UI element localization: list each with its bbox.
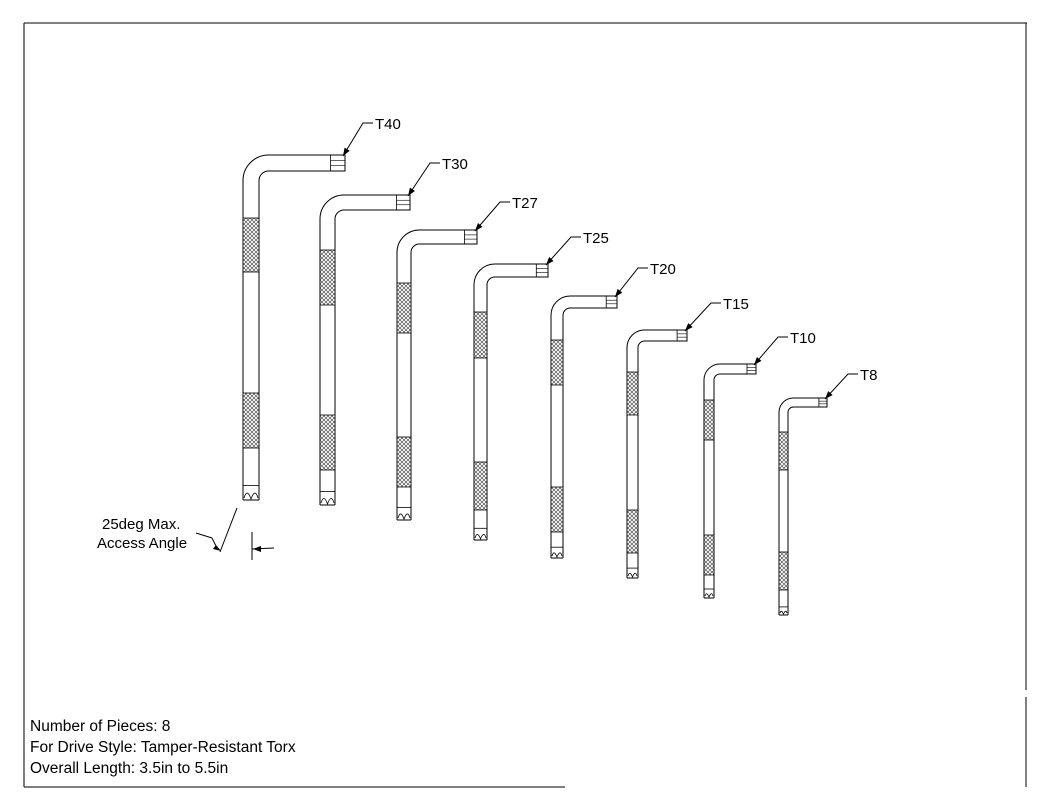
- key-body: [242, 154, 346, 500]
- key-body: [396, 229, 478, 520]
- size-label-t10: T10: [790, 330, 816, 347]
- size-label-t27: T27: [512, 195, 538, 212]
- spec-number-of-pieces: Number of Pieces: 8: [30, 718, 171, 735]
- leader-line: [407, 162, 440, 197]
- drawing-frame: [23, 22, 1027, 788]
- key-body: [473, 263, 549, 540]
- spec-drive-style: For Drive Style: Tamper-Resistant Torx: [30, 739, 296, 756]
- knurl-band: [473, 461, 488, 511]
- knurl-band: [778, 431, 789, 471]
- angle-note-line2: Access Angle: [97, 535, 187, 552]
- spec-overall-length: Overall Length: 3.5in to 5.5in: [30, 760, 229, 777]
- knurl-band: [703, 534, 715, 576]
- size-label-t30: T30: [442, 156, 468, 173]
- leader-line: [824, 373, 858, 400]
- knurl-band: [626, 509, 639, 554]
- knurl-band: [319, 249, 336, 306]
- hex-key-t25: T25: [473, 230, 609, 541]
- size-label-t15: T15: [723, 296, 749, 313]
- size-label-t25: T25: [583, 230, 609, 247]
- knurl-band: [396, 436, 412, 488]
- knurl-band: [550, 339, 564, 386]
- knurl-band: [473, 311, 488, 359]
- knurl-band: [319, 414, 336, 471]
- size-label-t20: T20: [650, 261, 676, 278]
- hex-key-t10: T10: [703, 330, 816, 599]
- hex-key-t30: T30: [319, 156, 468, 506]
- hex-key-t20: T20: [550, 261, 676, 559]
- hex-key-t27: T27: [396, 195, 538, 521]
- knurl-band: [703, 399, 715, 441]
- knurl-band: [550, 486, 564, 533]
- knurl-band: [396, 282, 412, 334]
- hex-key-t15: T15: [626, 296, 749, 579]
- leader-line: [342, 122, 373, 157]
- hex-key-t8: T8: [778, 367, 878, 616]
- size-label-t40: T40: [375, 116, 401, 133]
- knurl-band: [778, 551, 789, 591]
- leader-line: [684, 302, 721, 332]
- leader-line: [545, 236, 581, 266]
- access-angle-annotation: 25deg Max. Access Angle: [97, 507, 275, 560]
- leader-line: [753, 336, 788, 366]
- angle-note-line1: 25deg Max.: [102, 516, 180, 533]
- knurl-band: [242, 217, 260, 273]
- knurl-band: [626, 371, 639, 416]
- leader-line: [474, 201, 510, 232]
- size-label-t8: T8: [860, 367, 878, 384]
- key-body: [319, 194, 411, 505]
- knurl-band: [242, 392, 260, 449]
- leader-line: [614, 267, 648, 298]
- hex-key-t40: T40: [242, 116, 401, 501]
- specifications-block: Number of Pieces: 8 For Drive Style: Tam…: [30, 716, 296, 779]
- key-body: [778, 397, 828, 615]
